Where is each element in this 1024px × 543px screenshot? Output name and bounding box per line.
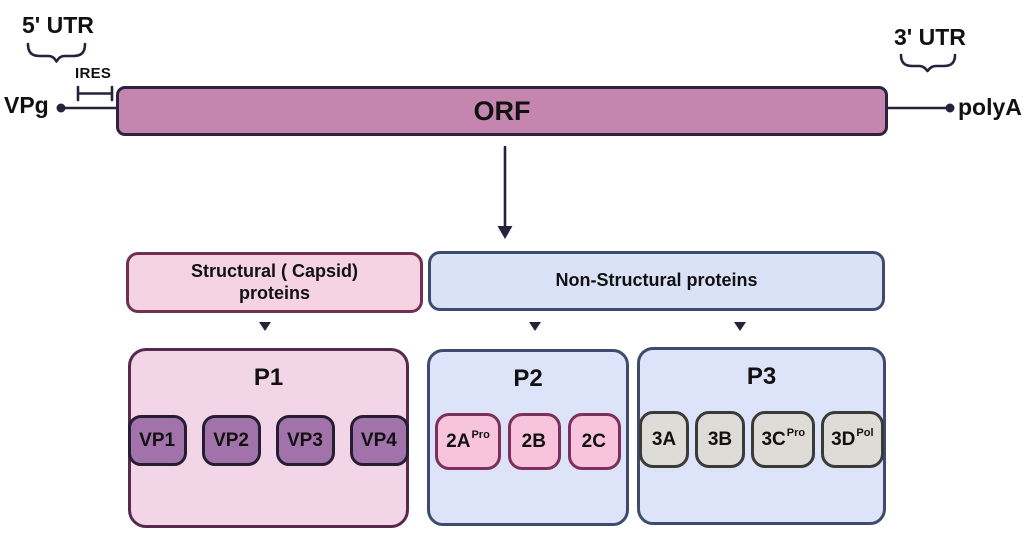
chip-label: 2A [446, 430, 471, 452]
chip-label: VP4 [360, 429, 397, 451]
protein-chip-2b: 2B [507, 413, 561, 471]
protein-chip-vp1: VP1 [128, 415, 188, 467]
protein-chip-vp2: VP2 [202, 415, 261, 467]
utr3-underbrace-icon [899, 53, 957, 73]
protein-chip-2c: 2C [567, 413, 621, 471]
chip-label: 2B [521, 430, 546, 452]
chip-superscript: Pro [471, 429, 490, 442]
polya-terminus-dot [945, 103, 955, 113]
orf-label: ORF [473, 95, 531, 126]
orf-to-proteins-arrowhead-icon [497, 226, 513, 239]
chip-superscript: Pol [856, 427, 874, 440]
ires-label: IRES [75, 65, 112, 82]
vpg-label: VPg [4, 92, 49, 118]
polya-label: polyA [958, 94, 1022, 120]
structural-header-line2: proteins [238, 282, 310, 303]
utr3-label: 3' UTR [894, 24, 966, 50]
chip-label: VP3 [287, 429, 323, 451]
chip-label: 3C [761, 428, 786, 450]
protein-chip-vp4: VP4 [349, 415, 409, 467]
p1-chip-row: VP1 VP2 VP3 VP4 [128, 415, 409, 467]
p1-group-title: P1 [253, 364, 284, 391]
p1-group-box: P1 VP1 VP2 VP3 VP4 [128, 348, 409, 528]
p1-pointer-triangle-icon [259, 322, 271, 331]
p2-pointer-triangle-icon [529, 322, 541, 331]
chip-superscript: Pro [786, 427, 806, 440]
orf-bar: ORF [116, 86, 888, 136]
p3-pointer-triangle-icon [734, 322, 746, 331]
protein-chip-vp3: VP3 [276, 415, 335, 467]
structural-header-line1: Structural ( Capsid) [190, 260, 359, 281]
utr5-label: 5' UTR [22, 12, 94, 38]
chip-label: 3A [651, 428, 677, 450]
nonstructural-proteins-header-box: Non-Structural proteins [428, 251, 885, 311]
nonstructural-header-label: Non-Structural proteins [555, 270, 758, 291]
protein-chip-3a: 3A [639, 411, 690, 469]
p2-group-title: P2 [513, 365, 543, 392]
chip-label: 3D [831, 428, 856, 450]
ires-span-bracket-icon [76, 85, 114, 102]
structural-proteins-header-box: Structural ( Capsid) proteins [126, 252, 423, 313]
chip-label: 2C [581, 430, 606, 452]
vpg-terminus-dot [56, 103, 66, 113]
chip-label: VP2 [213, 429, 249, 451]
chip-label: 3B [707, 428, 733, 450]
protein-chip-3b: 3B [695, 411, 746, 469]
p3-group-title: P3 [746, 363, 777, 390]
utr5-underbrace-icon [26, 42, 87, 63]
chip-label: VP1 [139, 429, 176, 451]
